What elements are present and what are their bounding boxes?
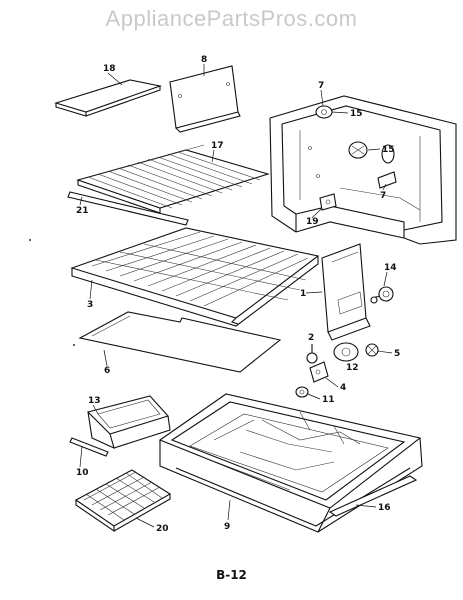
part-13-drawer <box>86 395 171 449</box>
watermark: AppliancePartsPros.com <box>105 6 358 31</box>
leader-15-lower <box>367 148 381 151</box>
part-15-upper <box>315 105 333 119</box>
leader-14 <box>383 271 388 287</box>
callout-20: 20 <box>156 524 169 534</box>
callout-3: 3 <box>87 300 93 310</box>
callout-15-lower: 15 <box>382 145 395 155</box>
leader-11 <box>307 393 321 400</box>
leader-4 <box>325 377 339 388</box>
leader-3 <box>89 279 93 300</box>
leader-5 <box>377 350 393 354</box>
callout-1: 1 <box>300 289 306 299</box>
part-2-fan-shroud <box>306 344 318 364</box>
part-8-divider <box>169 65 241 133</box>
leader-10 <box>79 445 83 468</box>
leader-20 <box>135 517 155 528</box>
leader-7-lower <box>382 183 387 191</box>
leader-7-upper <box>320 89 324 107</box>
part-18-panel <box>54 79 163 117</box>
callout-15-upper: 15 <box>350 109 363 119</box>
callout-13: 13 <box>88 396 101 406</box>
callout-16: 16 <box>378 503 391 513</box>
callout-19: 19 <box>306 217 319 227</box>
leader-13 <box>92 404 99 415</box>
part-4-bracket <box>309 361 329 383</box>
part-11-grommet <box>295 386 309 398</box>
callout-9: 9 <box>224 522 230 532</box>
part-3-tray-shelf <box>70 227 320 327</box>
leader-16 <box>355 504 377 508</box>
part-10-strip <box>69 437 109 457</box>
part-12-fan-motor <box>333 342 359 362</box>
page-number: B-12 <box>216 568 247 582</box>
callout-7-lower: 7 <box>380 191 386 201</box>
callout-11: 11 <box>322 395 335 405</box>
callout-12: 12 <box>346 363 359 373</box>
part-15-lower <box>348 141 395 164</box>
leader-19 <box>311 207 323 219</box>
leader-17 <box>211 149 215 163</box>
callout-4: 4 <box>340 383 346 393</box>
part-7-lower <box>377 171 397 189</box>
part-5-fan-blade <box>365 343 379 357</box>
callout-17: 17 <box>211 141 224 151</box>
callout-21: 21 <box>76 206 89 216</box>
leader-6 <box>103 349 108 367</box>
callout-18: 18 <box>103 64 116 74</box>
print-dot <box>73 344 75 346</box>
leader-9 <box>227 499 231 521</box>
part-17-wire-shelf <box>76 144 270 214</box>
callout-10: 10 <box>76 468 89 478</box>
leader-21 <box>79 196 83 206</box>
part-6-glass-panel <box>78 311 282 373</box>
part-16-drain-trough <box>328 475 418 517</box>
callout-5: 5 <box>394 349 400 359</box>
leader-1 <box>305 291 323 294</box>
leader-18 <box>107 72 123 86</box>
cabinet-liner <box>269 95 457 245</box>
print-dot <box>29 239 31 241</box>
callout-6: 6 <box>104 366 110 376</box>
part-1-air-duct <box>321 243 371 341</box>
part-21-trim <box>67 191 189 226</box>
callout-8-upper: 8 <box>201 55 207 65</box>
part-19-clip <box>319 193 337 211</box>
callout-2: 2 <box>308 333 314 343</box>
callout-7-upper: 7 <box>318 81 324 91</box>
leader-15-upper <box>331 111 349 114</box>
part-20-ice-tray <box>74 469 172 533</box>
part-9-freezer-base <box>158 393 423 533</box>
callout-14: 14 <box>384 263 397 273</box>
part-14-knob <box>370 286 394 304</box>
